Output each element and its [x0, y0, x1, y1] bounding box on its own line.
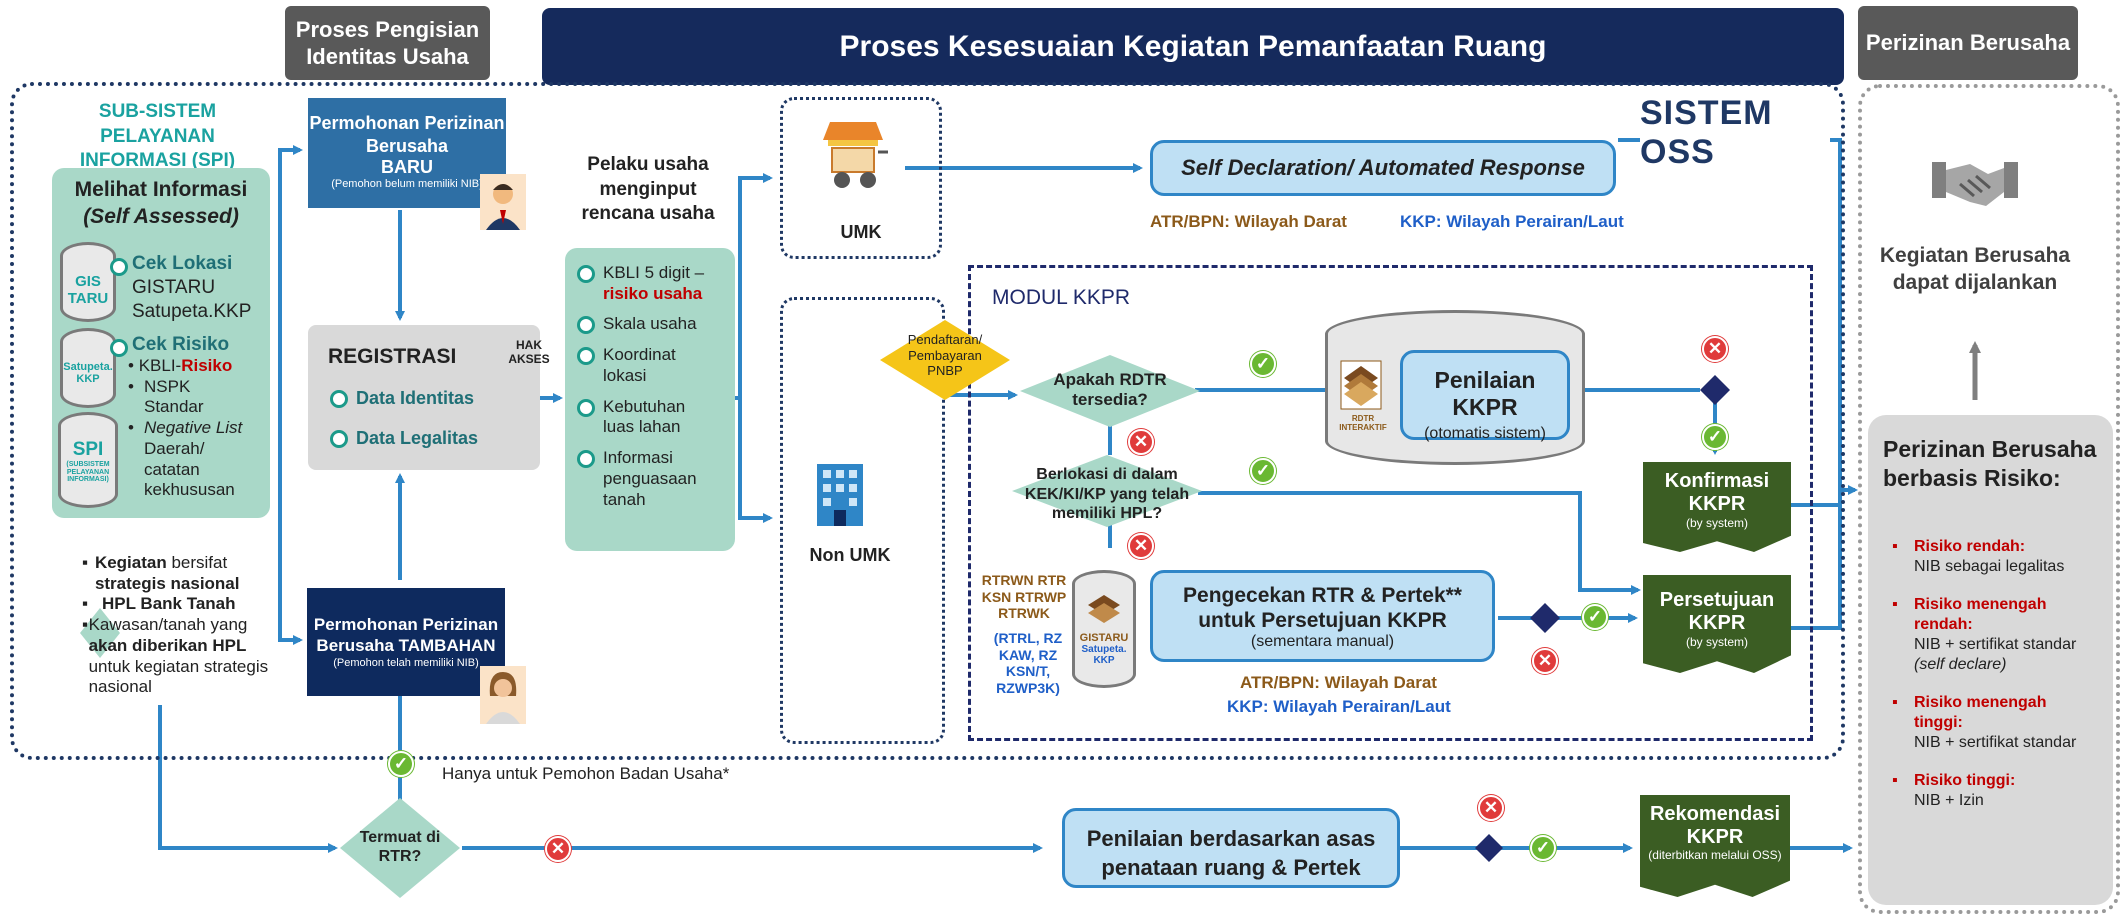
access-rights-label: HAK AKSES	[508, 338, 550, 367]
asas-no-icon: ✕	[1478, 795, 1504, 821]
atr-darat-label-2: ATR/BPN: Wilayah Darat	[1240, 673, 1437, 692]
cek-lokasi-bullet	[110, 258, 128, 281]
badan-usaha-note: Hanya untuk Pemohon Badan Usaha*	[442, 764, 730, 783]
penilaian-yes-icon: ✓	[1702, 424, 1728, 450]
penilaian-kkpr-box: Penilaian KKPR (otomatis sistem)	[1400, 350, 1570, 442]
umk-frame	[780, 97, 942, 259]
handshake-icon	[1930, 140, 2020, 230]
termuat-question: Termuat di RTR?	[359, 829, 441, 866]
rekomendasi-kkpr-doc: Rekomendasi KKPR (diterbitkan melalui OS…	[1640, 795, 1790, 897]
modul-kkpr-title: MODUL KKPR	[992, 286, 1131, 309]
cek-lokasi: Cek Lokasi GISTARU Satupeta.KKP	[132, 253, 252, 322]
pnbp-label: Pendaftaran/ Pembayaran PNBP	[907, 332, 983, 379]
permit-frame	[1858, 84, 2120, 914]
asas-penilaian-box: Penilaian berdasarkan asas penataan ruan…	[1062, 808, 1400, 888]
risk-permit-list: ▪Risiko rendah: NIB sebagai legalitas ▪R…	[1892, 538, 2077, 809]
input-title: Pelaku usaha menginput rencana usaha	[581, 154, 715, 225]
decision-diamond	[1530, 603, 1560, 633]
non-umk-frame	[780, 297, 945, 744]
strategic-diamond	[80, 598, 120, 658]
activity-runnable: Kegiatan Berusaha dapat dijalankan	[1879, 244, 2071, 295]
risk-permit-box	[1868, 415, 2113, 905]
header-identity: Proses Pengisian Identitas Usaha	[285, 6, 490, 80]
rdtr-question-diamond	[1020, 355, 1200, 427]
gistaru-db-icon: GISTARU Satupeta. KKP	[1072, 570, 1136, 688]
header-permit: Perizinan Berusaha	[1858, 6, 2078, 80]
rdtr-no-icon: ✕	[1128, 429, 1154, 455]
pengecekan-no-icon: ✕	[1532, 648, 1558, 674]
risk-list: • KBLI-Risiko •NSPK Standar •Negative Li…	[128, 356, 243, 500]
food-cart-icon	[818, 112, 888, 192]
reg-data-identity: Data Identitas	[330, 388, 474, 409]
umk-label: UMK	[840, 222, 882, 242]
non-umk-label: Non UMK	[809, 545, 891, 565]
penilaian-no-icon: ✕	[1702, 336, 1728, 362]
kkp-laut-label: KKP: Wilayah Perairan/Laut	[1400, 212, 1624, 231]
hpl-question: Berlokasi di dalam KEK/KI/KP yang telah …	[1024, 466, 1190, 523]
gis-taru-db-icon: GIS TARU	[60, 242, 116, 322]
additional-request-box[interactable]: Permohonan Perizinan Berusaha TAMBAHAN (…	[307, 588, 505, 696]
spi-db-icon: SPI (SUBSISTEM PELAYANAN INFORMASI)	[58, 412, 118, 508]
decision-diamond	[1700, 375, 1730, 405]
rtr-list-blue: (RTRL, RZ KAW, RZ KSN/T, RZWP3K)	[993, 630, 1063, 696]
rdtr-interactive-icon	[1340, 360, 1382, 410]
registration-title: REGISTRASI	[328, 345, 457, 368]
cek-risiko: Cek Risiko	[132, 334, 230, 355]
rtr-list-brown: RTRWN RTR KSN RTRWP RTRWK	[981, 572, 1067, 622]
pengecekan-box: Pengecekan RTR & Pertek** untuk Persetuj…	[1150, 570, 1495, 662]
asas-yes-icon: ✓	[1530, 835, 1556, 861]
header-main-process: Proses Kesesuaian Kegiatan Pemanfaatan R…	[542, 8, 1844, 85]
hpl-question-diamond	[1012, 455, 1202, 527]
spi-title: SUB-SISTEM PELAYANAN INFORMASI (SPI)	[79, 101, 236, 172]
atr-darat-label: ATR/BPN: Wilayah Darat	[1150, 212, 1347, 231]
konfirmasi-kkpr-doc: Konfirmasi KKPR (by system)	[1643, 462, 1791, 552]
building-icon	[805, 460, 875, 530]
new-request-box[interactable]: Permohonan Perizinan Berusaha BARU (Pemo…	[308, 98, 506, 208]
input-list: KBLI 5 digit –risiko usaha Skala usaha K…	[577, 263, 732, 510]
hpl-yes-icon: ✓	[1250, 458, 1276, 484]
yes-check-icon: ✓	[388, 751, 414, 777]
risk-permit-title: Perizinan Berusaha berbasis Risiko:	[1883, 436, 2097, 491]
pengecekan-yes-icon: ✓	[1582, 604, 1608, 630]
strategic-notes: ▪Kegiatan bersifat strategis nasional ▪H…	[82, 553, 269, 697]
decision-diamond	[1475, 834, 1503, 862]
termuat-no-icon: ✕	[545, 836, 571, 862]
reg-data-legality: Data Legalitas	[330, 428, 478, 449]
female-user-icon	[478, 664, 528, 726]
rdtr-interactive-label: RDTR INTERAKTIF	[1339, 414, 1387, 433]
modul-kkpr-frame	[968, 265, 1813, 741]
hpl-no-icon: ✕	[1128, 533, 1154, 559]
pnbp-diamond	[880, 320, 1010, 400]
kkp-laut-label-2: KKP: Wilayah Perairan/Laut	[1227, 697, 1451, 716]
spi-info-title: Melihat Informasi (Self Assessed)	[74, 178, 248, 229]
termuat-diamond	[340, 798, 460, 898]
rdtr-yes-icon: ✓	[1250, 351, 1276, 377]
self-declaration-box: Self Declaration/ Automated Response	[1150, 140, 1616, 196]
cek-risiko-bullet	[110, 339, 128, 362]
main-frame	[10, 82, 1845, 760]
input-box	[565, 248, 735, 551]
male-user-icon	[478, 172, 528, 232]
rdtr-question: Apakah RDTR tersedia?	[1053, 370, 1167, 410]
satupeta-db-icon: Satupeta. KKP	[60, 328, 116, 408]
persetujuan-kkpr-doc: Persetujuan KKPR (by system)	[1643, 575, 1791, 673]
oss-system-logo: SISTEM OSS	[1640, 92, 1830, 174]
